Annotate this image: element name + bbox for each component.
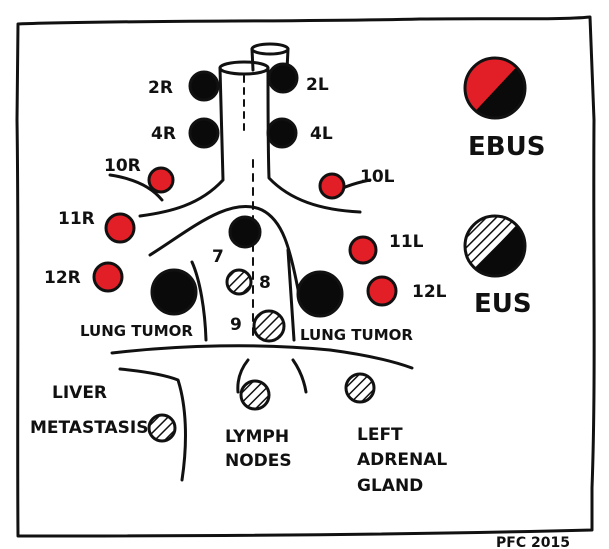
label-2L: 2L bbox=[306, 75, 329, 95]
station-12L-node bbox=[366, 275, 398, 307]
adrenal-label-line3: GLAND bbox=[357, 476, 423, 496]
lung-tumor-left-node bbox=[150, 268, 198, 316]
label-2R: 2R bbox=[148, 78, 173, 98]
station-10L-node bbox=[318, 172, 346, 200]
left-adrenal-node bbox=[344, 372, 376, 404]
label-10R: 10R bbox=[104, 156, 141, 176]
station-8-node bbox=[225, 268, 253, 296]
ebus-icon bbox=[463, 56, 527, 120]
label-7: 7 bbox=[212, 247, 224, 267]
station-4L-node bbox=[266, 117, 298, 149]
label-11R: 11R bbox=[58, 209, 95, 229]
station-10R-node bbox=[147, 166, 175, 194]
station-11L-node bbox=[348, 235, 378, 265]
station-labels: 2R 2L 4R 4L 10R 10L 11R 11L 12R 12L 7 8 … bbox=[44, 75, 447, 335]
label-10L: 10L bbox=[360, 167, 395, 187]
station-12R-node bbox=[92, 261, 124, 293]
lymph-stations bbox=[92, 62, 398, 443]
station-2L-node bbox=[267, 62, 299, 94]
station-4R-node bbox=[188, 117, 220, 149]
adrenal-label-line1: LEFT bbox=[357, 425, 403, 445]
lung-tumor-left-label: LUNG TUMOR bbox=[80, 322, 193, 340]
lung-tumor-right-node bbox=[296, 270, 344, 318]
station-7-node bbox=[228, 215, 262, 249]
lymph-label-line2: NODES bbox=[225, 451, 292, 471]
label-12R: 12R bbox=[44, 268, 81, 288]
diaphragm bbox=[110, 344, 414, 482]
station-2R-node bbox=[188, 70, 220, 102]
label-9: 9 bbox=[230, 315, 242, 335]
adrenal-label-line2: ADRENAL bbox=[357, 450, 447, 470]
legend-ebus: EBUS bbox=[463, 56, 545, 162]
signature: PFC 2015 bbox=[496, 535, 570, 549]
eus-icon bbox=[463, 214, 527, 278]
label-4L: 4L bbox=[310, 124, 333, 144]
station-9-node bbox=[252, 309, 286, 343]
legend-eus: EUS bbox=[463, 214, 532, 319]
abdomen-labels: LIVER METASTASIS LYMPH NODES LEFT ADRENA… bbox=[30, 383, 447, 496]
liver-metastasis-node bbox=[147, 413, 177, 443]
panel-border bbox=[15, 15, 596, 538]
label-8: 8 bbox=[259, 273, 271, 293]
lymph-label-line1: LYMPH bbox=[225, 427, 289, 447]
eus-label: EUS bbox=[474, 289, 532, 319]
label-11L: 11L bbox=[389, 232, 424, 252]
lung-tumor-right-label: LUNG TUMOR bbox=[300, 326, 413, 344]
lymph-nodes-node bbox=[239, 379, 271, 411]
liver-label-line2: METASTASIS bbox=[30, 418, 148, 438]
label-12L: 12L bbox=[412, 282, 447, 302]
station-11R-node bbox=[104, 212, 136, 244]
liver-label-line1: LIVER bbox=[52, 383, 107, 403]
ebus-label: EBUS bbox=[468, 132, 545, 162]
label-4R: 4R bbox=[151, 124, 176, 144]
